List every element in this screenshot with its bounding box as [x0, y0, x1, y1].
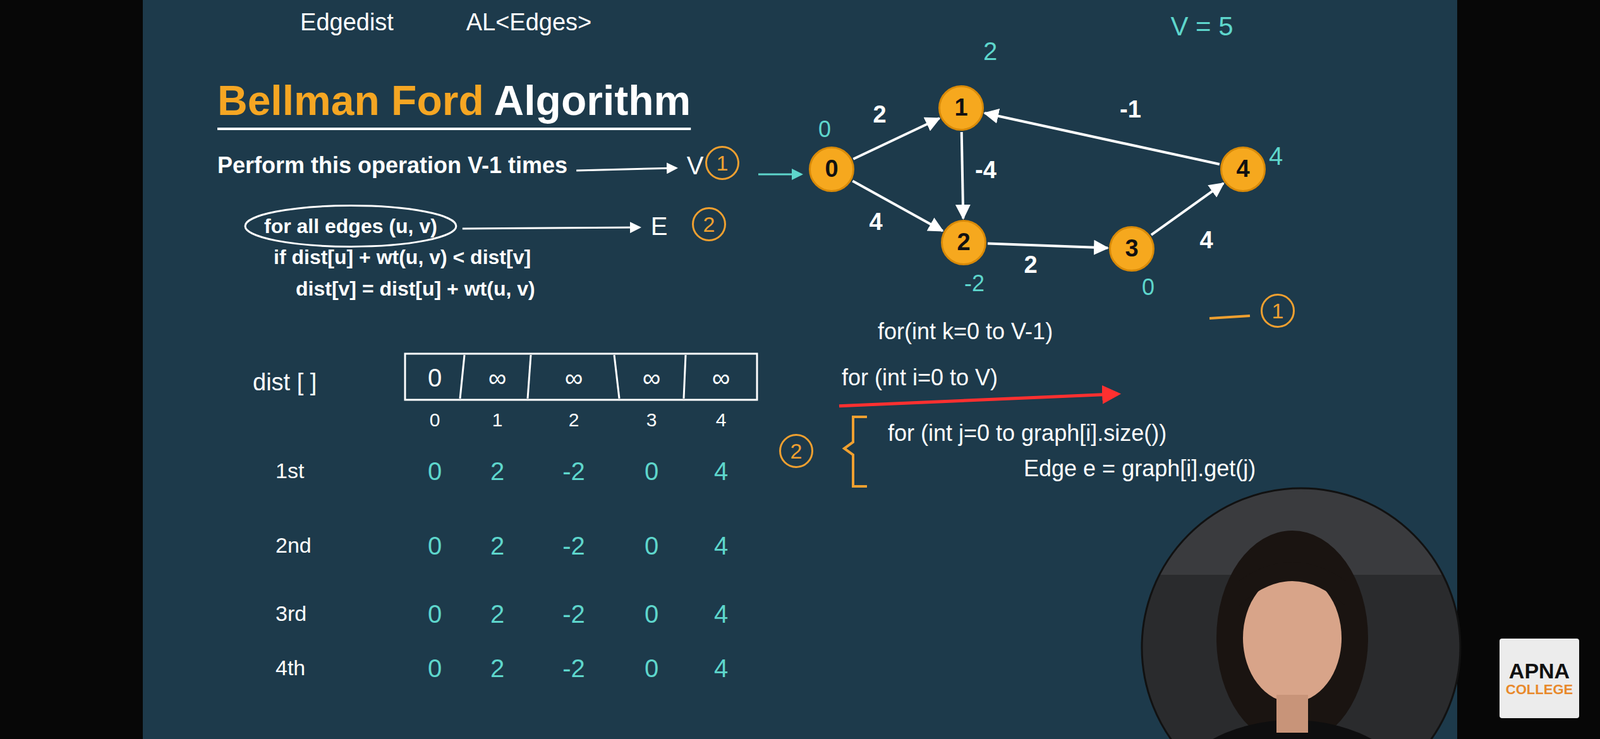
callout-number: 2	[691, 207, 727, 242]
slide-title: Bellman Ford Algorithm	[217, 77, 691, 126]
index-number: 3	[646, 409, 658, 432]
video-bar	[0, 0, 143, 739]
edge-weight: 2	[872, 101, 886, 129]
code-line: Edge e = graph[i].get(j)	[1023, 455, 1256, 482]
graph-vertex: 0	[808, 146, 855, 193]
handwritten-note: E	[650, 211, 668, 241]
index-number: 1	[492, 409, 504, 432]
distance-note: 2	[983, 36, 998, 66]
table-cell: 4	[714, 531, 728, 561]
table-cell: 4	[714, 654, 728, 684]
table-cell: -2	[562, 599, 586, 629]
graph-edge	[961, 132, 964, 219]
logo-subword: COLLEGE	[1505, 682, 1573, 697]
graph-edge	[984, 113, 1220, 165]
table-cell: 0	[644, 456, 659, 486]
highlight-ellipse	[245, 206, 457, 248]
table-cell: ∞	[712, 363, 731, 393]
pointer-arrow	[576, 168, 677, 171]
array-divider	[614, 355, 620, 399]
edge-weight: -1	[1119, 96, 1142, 124]
callout-number: 1	[705, 145, 740, 181]
callout-number: 1	[1260, 293, 1295, 328]
code-line: for(int k=0 to V-1)	[877, 318, 1053, 345]
row-label: 2nd	[275, 533, 312, 558]
edge-weight: -4	[975, 156, 997, 185]
graph-vertex: 2	[940, 219, 987, 266]
title-underline	[217, 127, 691, 131]
code-line: for (int i=0 to V)	[841, 364, 998, 391]
array-box	[405, 353, 758, 400]
table-cell: 0	[644, 654, 659, 684]
table-cell: 0	[644, 531, 659, 561]
table-cell: 2	[490, 654, 505, 684]
distance-note: 0	[818, 116, 831, 143]
graph-edge	[987, 243, 1108, 248]
table-cell: 4	[714, 599, 728, 629]
table-cell: 2	[490, 456, 505, 486]
vertex-number: 2	[956, 228, 970, 257]
row-label: 1st	[275, 458, 304, 484]
table-cell: ∞	[488, 363, 507, 393]
index-number: 4	[715, 409, 727, 432]
table-cell: 0	[427, 363, 442, 393]
table-cell: -2	[562, 456, 586, 486]
graph-vertex: 4	[1220, 146, 1266, 193]
handwritten-note: Edgedist	[300, 8, 394, 37]
table-cell: ∞	[564, 363, 584, 393]
table-cell: ∞	[642, 363, 661, 393]
pointer-arrow	[462, 227, 640, 229]
vertex-number: 3	[1124, 235, 1139, 263]
step-text: if dist[u] + wt(u, v) < dist[v]	[273, 245, 531, 270]
table-cell: -2	[562, 531, 586, 561]
red-highlight-arrow	[839, 394, 1118, 407]
table-cell: -2	[562, 654, 586, 684]
orange-bracket	[844, 417, 867, 487]
logo-box: APNACOLLEGE	[1499, 638, 1580, 719]
video-bar	[1457, 0, 1600, 739]
table-cell: 2	[490, 599, 505, 629]
graph-vertex: 3	[1109, 226, 1155, 272]
handwritten-note: V = 5	[1170, 11, 1233, 42]
array-name: dist [ ]	[252, 369, 317, 397]
code-line: for (int j=0 to graph[i].size())	[887, 420, 1167, 447]
row-label: 3rd	[275, 601, 307, 627]
step-text: dist[v] = dist[u] + wt(u, v)	[295, 277, 536, 301]
step-text: Perform this operation V-1 times	[217, 152, 568, 179]
handwritten-note: AL<Edges>	[466, 8, 593, 37]
table-cell: 0	[644, 599, 659, 629]
orange-dash	[1209, 315, 1250, 319]
vertex-number: 0	[824, 155, 838, 184]
table-cell: 0	[427, 531, 442, 561]
edge-weight: 4	[1199, 226, 1213, 255]
table-cell: 0	[427, 456, 442, 486]
array-divider	[460, 355, 465, 399]
table-cell: 4	[714, 456, 728, 486]
graph-vertex: 1	[938, 85, 984, 131]
step-text: for all edges (u, v)	[264, 214, 438, 239]
distance-note: 0	[1141, 274, 1155, 301]
table-cell: 2	[490, 531, 505, 561]
distance-note: -2	[964, 270, 985, 297]
edge-weight: 2	[1023, 251, 1037, 280]
edge-weight: 4	[868, 208, 883, 237]
row-label: 4th	[275, 655, 306, 681]
callout-number: 2	[779, 434, 814, 469]
index-number: 2	[568, 409, 580, 432]
array-divider	[683, 355, 686, 399]
graph-edge	[853, 118, 940, 159]
table-cell: 0	[427, 654, 442, 684]
index-number: 0	[429, 409, 441, 432]
distance-note: 4	[1268, 141, 1283, 171]
vertex-number: 4	[1236, 155, 1250, 184]
start-arrow	[758, 173, 802, 176]
table-cell: 0	[427, 599, 442, 629]
handwritten-note: V	[686, 151, 704, 181]
logo-word: APNA	[1509, 660, 1570, 684]
array-divider	[527, 355, 531, 399]
graph-edge	[852, 180, 943, 231]
webcam-frame	[1141, 488, 1461, 739]
vertex-number: 1	[954, 94, 968, 122]
webcam-figure	[1137, 486, 1467, 739]
